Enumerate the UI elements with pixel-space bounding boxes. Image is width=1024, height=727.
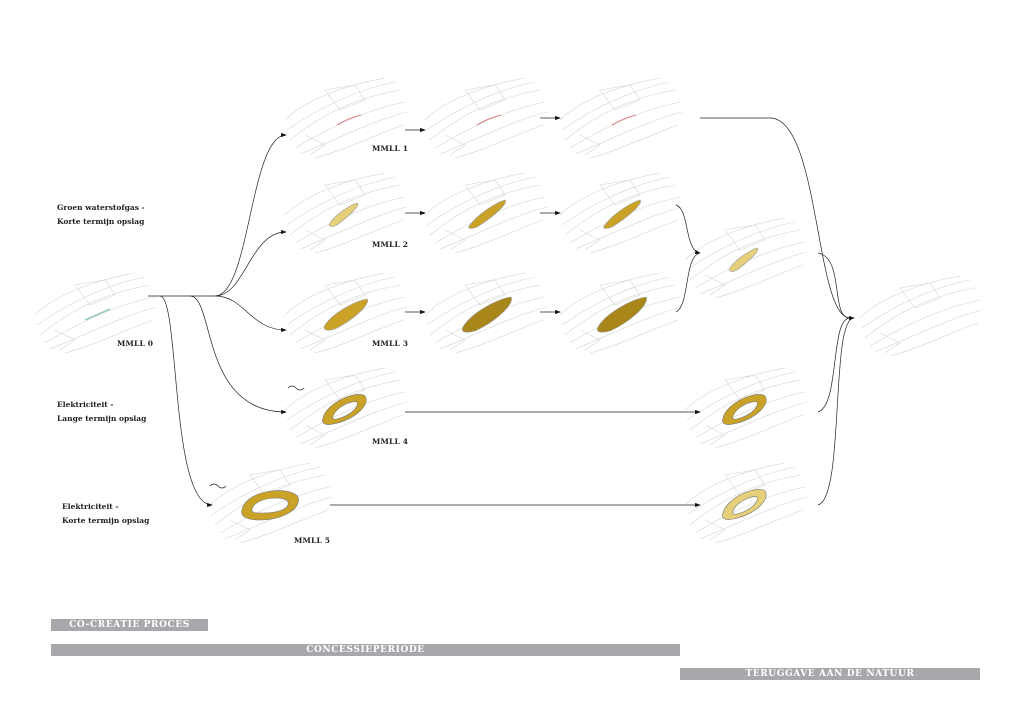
connector-m5-final [817, 315, 855, 506]
stage-label-mmll5: MMLL 5 [294, 536, 331, 545]
side-label-line: Elektriciteit - [57, 400, 114, 409]
phase-bar-teruggave: TERUGGAVE AAN DE NATUUR [680, 668, 980, 680]
connector-m3-merge [675, 252, 701, 313]
storage-area [597, 296, 647, 333]
wave-icon [209, 483, 227, 489]
storage-area [729, 247, 759, 272]
side-label-line: Elektriciteit - [62, 502, 119, 511]
map-thumbnail-m2a [284, 172, 408, 254]
side-label-line: Groen waterstofgas - [57, 203, 145, 212]
stage-label-mmll0: MMLL 0 [117, 339, 154, 348]
map-thumbnail-merge [684, 217, 808, 299]
stage-label-mmll4: MMLL 4 [372, 437, 409, 446]
map-thumbnail-m0 [34, 272, 158, 354]
map-thumbnail-m3c [559, 272, 683, 354]
storage-area [241, 490, 299, 521]
map-thumbnail-m2c [559, 172, 683, 254]
connector-to-m4 [189, 295, 287, 415]
storage-area [324, 298, 368, 331]
storage-area [603, 199, 641, 229]
connector-m4-final [817, 317, 851, 413]
map-thumbnail-m2b [424, 172, 548, 254]
connector-to-m5 [159, 295, 213, 508]
map-thumbnail-m1c [559, 77, 683, 159]
connector-m1-final [700, 117, 851, 319]
connector-to-m3 [214, 295, 287, 333]
storage-area [722, 489, 767, 520]
connector-merge-final [817, 252, 851, 319]
map-thumbnail-m4b [684, 367, 808, 449]
storage-area [468, 199, 506, 229]
map-thumbnail-m1b [424, 77, 548, 159]
map-thumbnail-m4a [284, 367, 408, 449]
side-label-line: Korte termijn opslag [57, 217, 145, 226]
connector-to-m2 [214, 229, 287, 297]
connector-to-m1 [214, 132, 287, 297]
side-label-elektriciteit-kort: Elektriciteit - Korte termijn opslag [62, 500, 149, 528]
side-label-line: Lange termijn opslag [57, 414, 147, 423]
side-label-line: Korte termijn opslag [62, 516, 150, 525]
map-thumbnail-m3a [284, 272, 408, 354]
storage-area [462, 296, 512, 333]
stage-label-mmll2: MMLL 2 [372, 240, 409, 249]
map-thumbnail-m5a [209, 462, 333, 544]
map-thumbnail-m3b [424, 272, 548, 354]
storage-area [322, 394, 367, 425]
map-thumbnail-m5b [684, 462, 808, 544]
map-thumbnail-final [859, 275, 983, 357]
side-label-waterstof: Groen waterstofgas - Korte termijn opslag [57, 201, 145, 229]
storage-area [722, 394, 767, 425]
storage-area [329, 202, 359, 227]
stage-label-mmll1: MMLL 1 [372, 144, 409, 153]
stage-label-mmll3: MMLL 3 [372, 339, 409, 348]
side-label-elektriciteit-lang: Elektriciteit - Lange termijn opslag [57, 398, 146, 426]
wave-icon [287, 385, 305, 391]
map-thumbnail-m1a [284, 77, 408, 159]
phase-bar-cocreatie: CO-CREATIE PROCES [51, 619, 208, 631]
connector-m2-merge [675, 204, 701, 255]
phase-bar-concessie: CONCESSIEPERIODE [51, 644, 680, 656]
